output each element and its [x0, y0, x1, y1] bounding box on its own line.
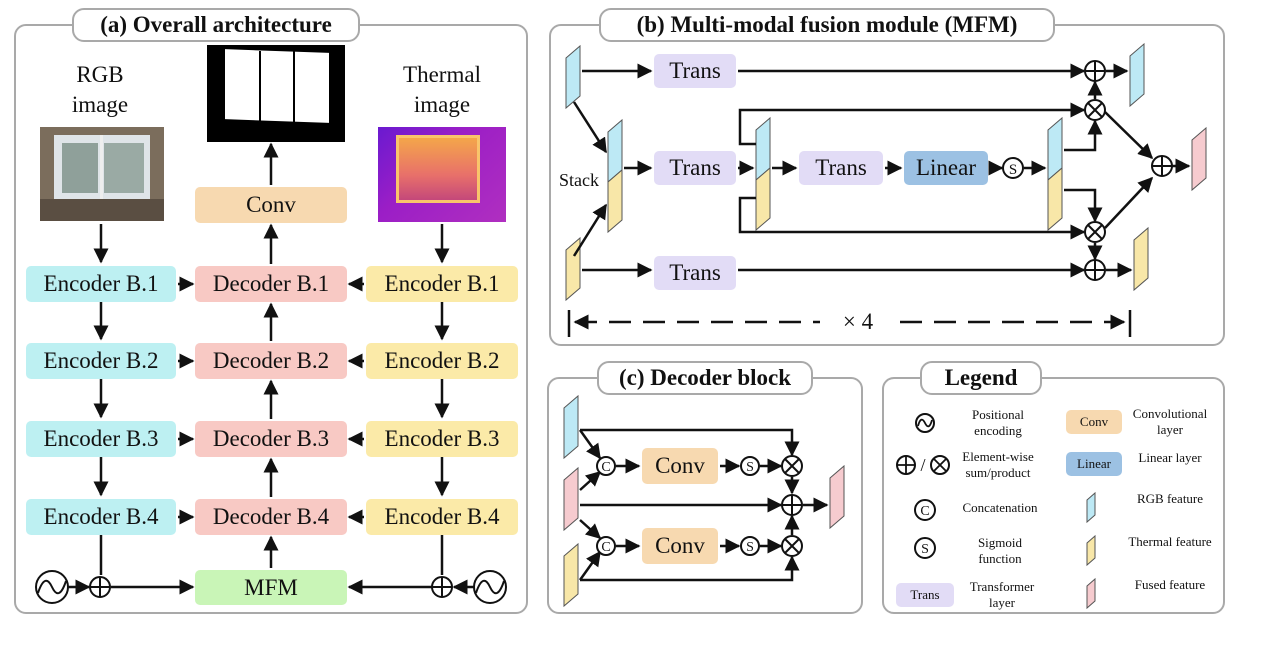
panel-b-title: (b) Multi-modal fusion module (MFM) — [599, 8, 1055, 42]
legend-trans-label: Transformer layer — [969, 579, 1035, 610]
encoder-rgb-1: Encoder B.1 — [26, 266, 176, 302]
conv-output-box: Conv — [195, 187, 347, 223]
panel-c-title: (c) Decoder block — [597, 361, 813, 395]
encoder-thermal-1: Encoder B.1 — [366, 266, 518, 302]
concat-symbol-top: C — [601, 460, 610, 475]
legend-sigmoid-symbol: S — [921, 542, 929, 557]
decoder-4: Decoder B.4 — [195, 499, 347, 535]
legend-rgb-label: RGB feature — [1136, 491, 1204, 506]
conv-bottom: Conv — [642, 528, 718, 564]
thermal-image — [378, 127, 506, 222]
legend-sum-product-label: Element-wise sum/product — [962, 449, 1034, 480]
concat-symbol-bottom: C — [601, 540, 610, 555]
sigmoid-symbol-c-top: S — [746, 460, 754, 475]
encoder-rgb-3: Encoder B.3 — [26, 421, 176, 457]
legend-fused-label: Fused feature — [1134, 577, 1206, 592]
trans-middle: Trans — [654, 151, 736, 185]
encoder-thermal-2: Encoder B.2 — [366, 343, 518, 379]
output-mask — [207, 45, 345, 142]
legend-conv-swatch: Conv — [1066, 410, 1122, 434]
thermal-image-label: Thermal image — [403, 62, 481, 117]
decoder-3: Decoder B.3 — [195, 421, 347, 457]
panel-legend — [882, 377, 1225, 614]
stack-label: Stack — [559, 170, 599, 190]
conv-top: Conv — [642, 448, 718, 484]
legend-thermal-label: Thermal feature — [1128, 534, 1212, 549]
legend-pos-enc-label: Positional encoding — [971, 407, 1024, 438]
encoder-thermal-3: Encoder B.3 — [366, 421, 518, 457]
legend-trans-swatch: Trans — [896, 583, 954, 607]
decoder-2: Decoder B.2 — [195, 343, 347, 379]
sigmoid-symbol-c-bottom: S — [746, 540, 754, 555]
sigmoid-symbol-b: S — [1009, 162, 1017, 178]
rgb-image — [40, 127, 164, 221]
legend-linear-label: Linear layer — [1138, 450, 1202, 465]
legend-title: Legend — [920, 361, 1042, 395]
linear-box: Linear — [904, 151, 988, 185]
encoder-thermal-4: Encoder B.4 — [366, 499, 518, 535]
legend-conv-label: Convolutional layer — [1132, 406, 1208, 437]
trans-top: Trans — [654, 54, 736, 88]
rgb-image-label: RGB image — [71, 62, 129, 117]
decoder-1: Decoder B.1 — [195, 266, 347, 302]
legend-linear-swatch: Linear — [1066, 452, 1122, 476]
mfm-box: MFM — [195, 570, 347, 605]
repeat-label: × 4 — [842, 309, 874, 334]
trans-bottom: Trans — [654, 256, 736, 290]
legend-sigmoid-label: Sigmoid function — [977, 535, 1023, 566]
encoder-rgb-4: Encoder B.4 — [26, 499, 176, 535]
trans-inner: Trans — [799, 151, 883, 185]
legend-sum-product-separator: / — [920, 455, 925, 475]
panel-a-title: (a) Overall architecture — [72, 8, 360, 42]
legend-concat-label: Concatenation — [962, 500, 1038, 515]
encoder-rgb-2: Encoder B.2 — [26, 343, 176, 379]
legend-concat-symbol: C — [920, 504, 929, 519]
